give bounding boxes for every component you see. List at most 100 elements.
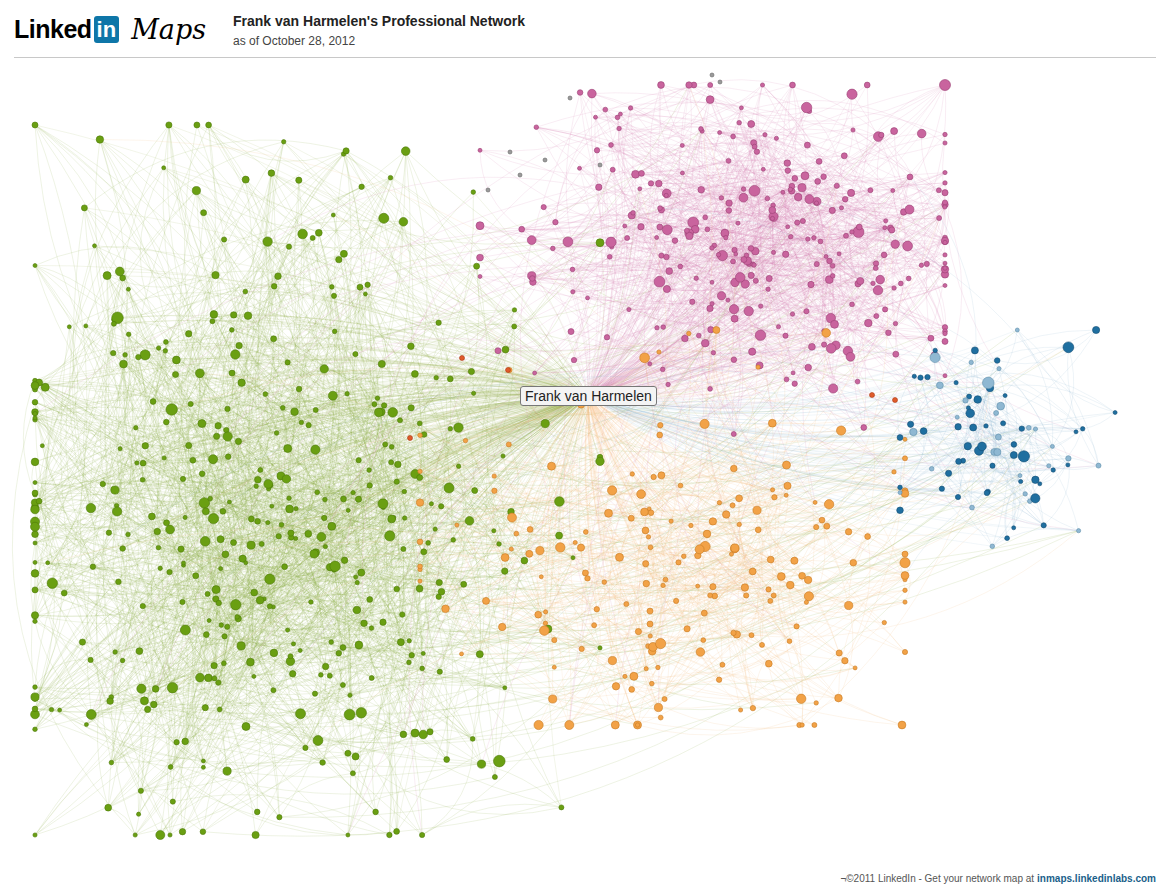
contact-dot: [943, 261, 947, 265]
contact-dot: [642, 527, 649, 534]
contact-dot: [193, 573, 199, 579]
contact-dot: [173, 356, 181, 364]
contact-dot: [237, 642, 245, 650]
contact-dot: [403, 516, 407, 520]
contact-dot: [1066, 456, 1071, 461]
contact-dot: [186, 442, 192, 448]
contact-dot: [662, 189, 671, 198]
contact-dot: [244, 312, 252, 320]
contact-dot: [380, 619, 386, 625]
contact-dot: [801, 102, 811, 112]
contact-dot: [638, 187, 642, 191]
contact-dot: [421, 651, 425, 655]
contact-dot: [1077, 529, 1081, 533]
contact-dot: [286, 505, 294, 513]
contact-dot: [463, 438, 467, 442]
contact-dot: [701, 638, 706, 643]
contact-dot: [966, 409, 975, 418]
contact-dot: [352, 753, 359, 760]
contact-dot: [627, 308, 631, 312]
contact-dot: [355, 496, 361, 502]
header-rule: [14, 57, 1156, 58]
contact-dot: [804, 142, 810, 148]
contact-dot: [768, 419, 776, 427]
contact-dot: [650, 681, 655, 686]
contact-dot: [1113, 411, 1117, 415]
contact-dot: [1038, 482, 1042, 486]
contact-dot: [783, 251, 789, 257]
contact-dot: [788, 187, 792, 191]
contact-dot: [787, 639, 792, 644]
contact-dot: [630, 672, 638, 680]
contact-dot: [749, 633, 754, 638]
contact-dot: [315, 229, 322, 236]
contact-dot: [206, 122, 212, 128]
contact-dot: [145, 706, 151, 712]
contact-dot: [399, 218, 408, 227]
contact-dot: [180, 599, 185, 604]
contact-dot: [126, 332, 131, 337]
contact-dot: [990, 544, 995, 549]
contact-dot: [648, 362, 652, 366]
contact-dot: [1003, 394, 1007, 398]
contact-dot: [816, 159, 822, 165]
contact-dot: [492, 529, 496, 533]
contact-dot: [632, 170, 640, 178]
contact-dot: [31, 382, 39, 390]
contact-dot: [748, 272, 754, 278]
contact-dot: [31, 458, 39, 466]
date-note: as of October 28, 2012: [233, 34, 355, 48]
contact-dot: [258, 468, 263, 473]
contact-dot: [830, 263, 835, 268]
contact-dot: [744, 306, 753, 315]
contact-dot: [115, 267, 124, 276]
contact-dot: [871, 281, 875, 285]
contact-dot: [594, 148, 599, 153]
contact-dot: [759, 304, 763, 308]
contact-dot: [417, 475, 423, 481]
contact-dot: [506, 368, 511, 373]
contact-dot: [282, 475, 290, 483]
contact-dot: [180, 625, 190, 635]
contact-dot: [873, 266, 878, 271]
contact-dot: [41, 383, 49, 391]
contact-dot: [827, 258, 833, 264]
contact-dot: [388, 175, 393, 180]
contact-dot: [903, 241, 913, 251]
contact-dot: [635, 629, 641, 635]
contact-dot: [136, 648, 143, 655]
contact-dot: [912, 374, 916, 378]
contact-dot: [603, 107, 608, 112]
contact-dot: [741, 187, 746, 192]
contact-dot: [267, 604, 272, 609]
contact-dot: [748, 121, 755, 128]
contact-dot: [156, 545, 161, 550]
contact-dot: [329, 640, 334, 645]
contact-dot: [113, 507, 122, 516]
logo: LinkedinMaps: [14, 14, 206, 45]
contact-dot: [893, 398, 898, 403]
contact-dot: [666, 382, 670, 386]
contact-dot: [412, 371, 419, 378]
contact-dot: [418, 579, 422, 583]
contact-dot: [252, 674, 256, 678]
contact-dot: [31, 570, 39, 578]
contact-dot: [634, 721, 642, 729]
contact-dot: [696, 648, 705, 657]
contact-dot: [882, 620, 886, 624]
contact-dot: [648, 634, 652, 638]
contact-dot: [263, 237, 272, 246]
contact-dot: [607, 254, 612, 259]
contact-dot: [588, 89, 597, 98]
contact-dot: [244, 561, 248, 565]
contact-dot: [870, 393, 875, 398]
contact-dot: [1074, 430, 1078, 434]
contact-dot: [785, 168, 791, 174]
contact-dot: [418, 564, 423, 569]
contact-dot: [408, 405, 414, 411]
contact-dot: [682, 335, 689, 342]
contact-dot: [46, 561, 50, 565]
contact-dot: [579, 646, 584, 651]
contact-dot: [790, 82, 796, 88]
